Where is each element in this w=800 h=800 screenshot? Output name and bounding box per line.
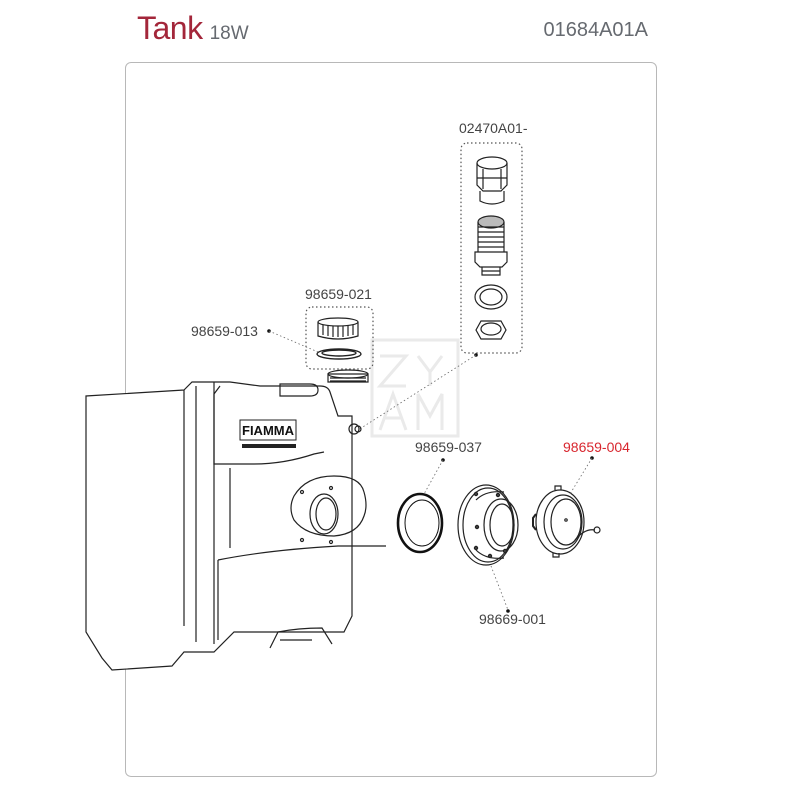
- water-tank: [85, 369, 386, 671]
- part-98669-001-graphic[interactable]: [457, 484, 519, 566]
- part-02470A01-graphic[interactable]: [460, 142, 523, 354]
- title-main: Tank: [137, 10, 203, 46]
- label-98659-013[interactable]: 98659-013: [191, 323, 258, 339]
- label-98659-004[interactable]: 98659-004: [563, 439, 630, 455]
- part-98659-021-graphic[interactable]: [305, 306, 374, 370]
- part-98659-013-graphic[interactable]: [316, 348, 362, 360]
- fiamma-logo-text: FIAMMA: [242, 423, 295, 438]
- label-02470A01[interactable]: 02470A01-: [459, 120, 528, 136]
- part-98659-037-graphic[interactable]: [396, 492, 444, 554]
- title-model: 18W: [209, 23, 249, 44]
- fiamma-logo: FIAMMA: [239, 419, 297, 448]
- label-98659-037[interactable]: 98659-037: [415, 439, 482, 455]
- label-98659-021[interactable]: 98659-021: [305, 286, 372, 302]
- page-title: Tank 18W: [137, 10, 249, 50]
- watermark: [370, 338, 460, 438]
- part-98659-004-graphic[interactable]: [532, 485, 601, 558]
- label-98669-001[interactable]: 98669-001: [479, 611, 546, 627]
- document-code: 01684A01A: [543, 19, 648, 41]
